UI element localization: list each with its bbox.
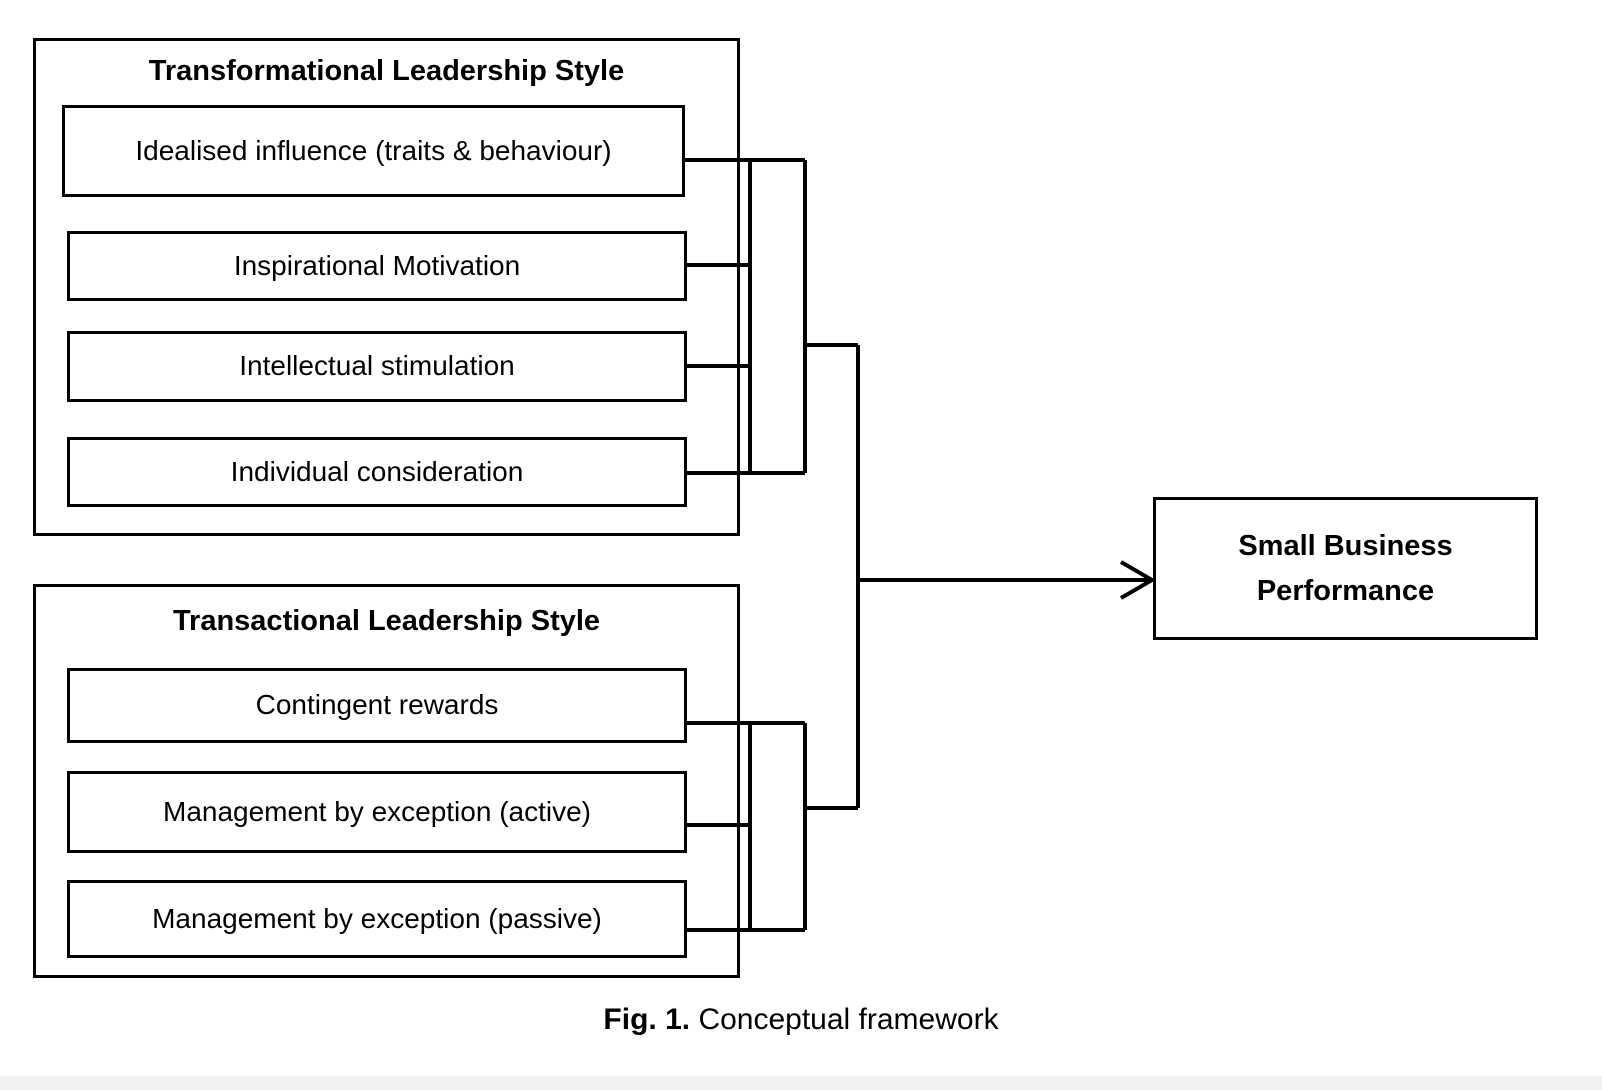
group-title-transactional: Transactional Leadership Style bbox=[172, 605, 601, 637]
item-label: Individual consideration bbox=[230, 455, 524, 487]
outcome-line-2: Performance bbox=[1256, 574, 1435, 607]
outcome-line-1: Small Business bbox=[1238, 529, 1453, 562]
item-box-contingent-rewards[interactable]: Contingent rewards bbox=[67, 668, 687, 743]
item-box-idealised-influence[interactable]: Idealised influence (traits & behaviour) bbox=[62, 105, 685, 197]
item-label: Idealised influence (traits & behaviour) bbox=[135, 134, 612, 166]
item-label: Intellectual stimulation bbox=[239, 350, 515, 382]
outcome-box-small-business-performance[interactable]: Small Business Performance bbox=[1153, 497, 1538, 640]
item-box-individual-consideration[interactable]: Individual consideration bbox=[67, 437, 687, 507]
item-label: Inspirational Motivation bbox=[233, 249, 521, 281]
figure-caption: Fig. 1. Conceptual framework bbox=[0, 1003, 1602, 1037]
figure-caption-label: Fig. 1. bbox=[603, 1003, 691, 1036]
item-box-inspirational-motivation[interactable]: Inspirational Motivation bbox=[67, 231, 687, 301]
group-title-transformational: Transformational Leadership Style bbox=[148, 55, 625, 87]
item-label: Management by exception (active) bbox=[163, 795, 591, 827]
arrow-head-icon bbox=[1119, 560, 1156, 600]
item-box-mbe-active[interactable]: Management by exception (active) bbox=[67, 771, 687, 853]
item-label: Management by exception (passive) bbox=[152, 902, 602, 934]
item-box-intellectual-stimulation[interactable]: Intellectual stimulation bbox=[67, 331, 687, 402]
item-box-mbe-passive[interactable]: Management by exception (passive) bbox=[67, 880, 687, 958]
item-label: Contingent rewards bbox=[255, 689, 499, 721]
bottom-edge-strip bbox=[0, 1076, 1602, 1090]
figure-caption-text: Conceptual framework bbox=[690, 1003, 999, 1036]
